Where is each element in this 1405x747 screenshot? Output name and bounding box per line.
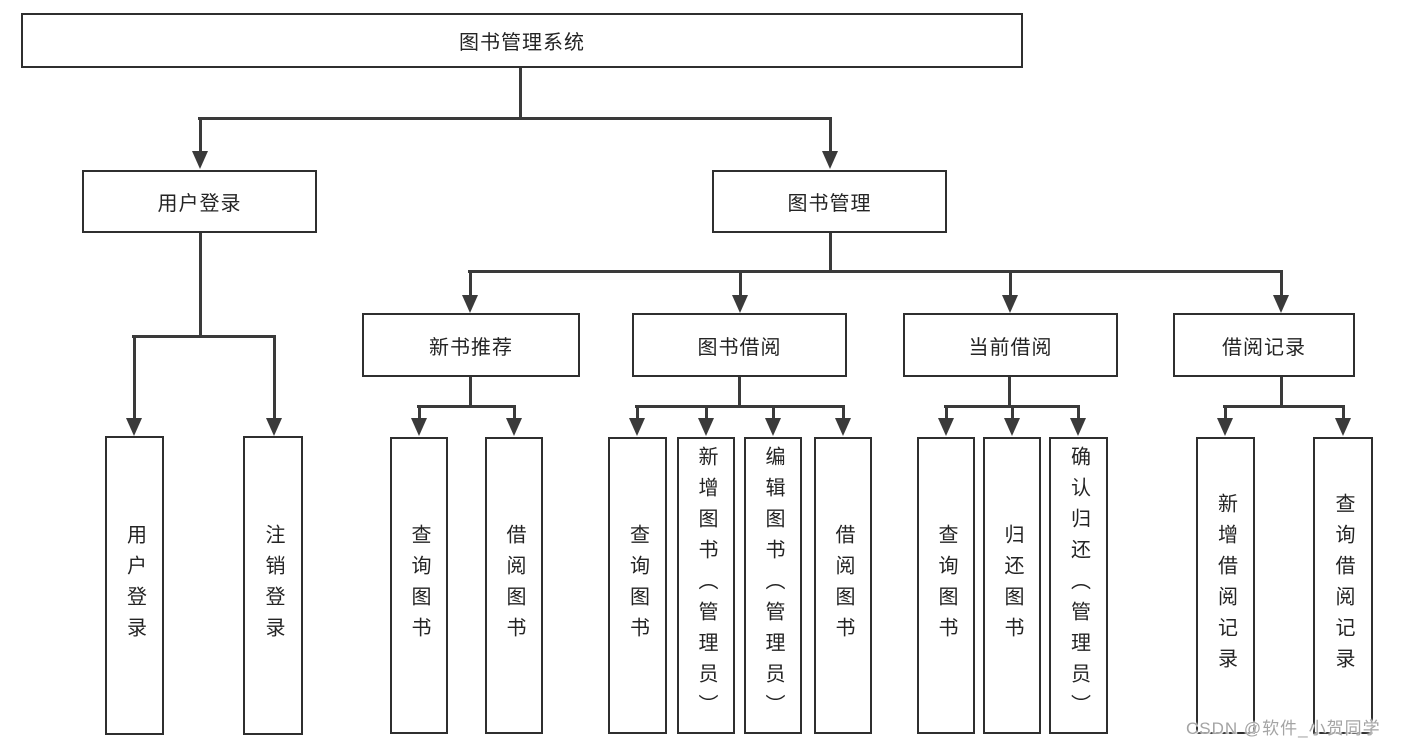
connector-to-leaf	[513, 405, 516, 420]
leaf-edit-book-admin-label: 编辑图书（管理员）	[762, 446, 784, 725]
csdn-watermark: CSDN @软件_小贺同学	[1186, 719, 1381, 738]
leaf-confirm-return-admin: 确认归还（管理员）	[1049, 437, 1108, 734]
arrowhead-down-icon	[629, 418, 645, 436]
leaf-add-book-admin: 新增图书（管理员）	[677, 437, 735, 734]
connector-mgmt-hbar	[468, 270, 1283, 273]
leaf-query-books-label: 查询图书	[935, 523, 957, 648]
connector-to-new-book	[469, 270, 472, 297]
node-library-system-label: 图书管理系统	[459, 32, 585, 54]
connector-to-leaf	[1224, 405, 1227, 420]
leaf-borrow-books-recommend: 借阅图书	[485, 437, 543, 734]
arrowhead-down-icon	[938, 418, 954, 436]
connector-drop	[738, 377, 741, 407]
arrowhead-down-icon	[822, 151, 838, 169]
connector-to-borrow-records	[1280, 270, 1283, 297]
arrowhead-down-icon	[126, 418, 142, 436]
connector-to-leaf	[1342, 405, 1345, 420]
node-user-login-label: 用户登录	[157, 193, 242, 215]
arrowhead-down-icon	[1335, 418, 1351, 436]
connector-login-hbar	[132, 335, 276, 338]
arrowhead-down-icon	[411, 418, 427, 436]
connector-to-leaf	[418, 405, 421, 420]
arrowhead-down-icon	[192, 151, 208, 169]
connector-login-drop	[199, 233, 202, 337]
connector-to-leaf	[772, 405, 775, 420]
connector-to-book-borrow	[739, 270, 742, 297]
arrowhead-down-icon	[698, 418, 714, 436]
leaf-query-books-label: 查询图书	[408, 523, 430, 648]
arrowhead-down-icon	[462, 295, 478, 313]
leaf-logout: 注销登录	[243, 436, 303, 735]
arrowhead-down-icon	[835, 418, 851, 436]
arrowhead-down-icon	[266, 418, 282, 436]
node-book-mgmt-label: 图书管理	[787, 193, 872, 215]
node-current-borrow: 当前借阅	[903, 313, 1118, 377]
leaf-user-login-label: 用户登录	[123, 523, 146, 648]
connector-to-leaf	[945, 405, 948, 420]
node-borrow-records: 借阅记录	[1173, 313, 1355, 377]
node-current-borrow-label: 当前借阅	[968, 336, 1053, 359]
leaf-query-books-label: 查询图书	[626, 523, 649, 648]
arrowhead-down-icon	[1217, 418, 1233, 436]
connector-to-leaf	[273, 335, 276, 420]
leaf-borrow-books-label: 借阅图书	[503, 523, 525, 648]
connector-to-leaf	[133, 335, 136, 420]
leaf-user-login: 用户登录	[105, 436, 164, 735]
leaf-return-book-label: 归还图书	[1001, 523, 1023, 648]
connector-to-user-login	[199, 117, 202, 153]
node-book-borrow: 图书借阅	[632, 313, 847, 377]
connector-mgmt-drop	[829, 233, 832, 272]
connector-hbar	[417, 405, 516, 408]
arrowhead-down-icon	[732, 295, 748, 313]
connector-to-book-mgmt	[829, 117, 832, 153]
leaf-add-borrow-record: 新增借阅记录	[1196, 437, 1255, 734]
node-new-book-recommend-label: 新书推荐	[429, 336, 513, 359]
node-book-borrow-label: 图书借阅	[697, 336, 782, 359]
arrowhead-down-icon	[1002, 295, 1018, 313]
connector-drop	[1008, 377, 1011, 407]
arrowhead-down-icon	[1004, 418, 1020, 436]
arrowhead-down-icon	[506, 418, 522, 436]
arrowhead-down-icon	[1273, 295, 1289, 313]
connector-to-leaf	[705, 405, 708, 420]
leaf-return-book: 归还图书	[983, 437, 1041, 734]
leaf-borrow-books: 借阅图书	[814, 437, 872, 734]
node-borrow-records-label: 借阅记录	[1222, 336, 1306, 359]
connector-to-leaf	[1077, 405, 1080, 420]
leaf-query-borrow-record: 查询借阅记录	[1313, 437, 1373, 734]
leaf-confirm-return-admin-label: 确认归还（管理员）	[1067, 446, 1090, 725]
connector-hbar	[1223, 405, 1345, 408]
arrowhead-down-icon	[765, 418, 781, 436]
connector-to-leaf	[842, 405, 845, 420]
leaf-query-books-current: 查询图书	[917, 437, 975, 734]
connector-drop	[1280, 377, 1283, 407]
connector-to-leaf	[636, 405, 639, 420]
arrowhead-down-icon	[1070, 418, 1086, 436]
node-new-book-recommend: 新书推荐	[362, 313, 580, 377]
connector-root-hbar	[198, 117, 832, 120]
connector-to-current-borrow	[1009, 270, 1012, 297]
connector-hbar	[635, 405, 845, 408]
leaf-add-book-admin-label: 新增图书（管理员）	[695, 446, 717, 725]
node-book-mgmt: 图书管理	[712, 170, 947, 233]
leaf-query-books-borrow: 查询图书	[608, 437, 667, 734]
leaf-borrow-books-label: 借阅图书	[832, 523, 854, 648]
leaf-logout-label: 注销登录	[262, 523, 284, 648]
node-library-system: 图书管理系统	[21, 13, 1023, 68]
node-user-login-branch: 用户登录	[82, 170, 317, 233]
leaf-query-books-recommend: 查询图书	[390, 437, 448, 734]
connector-drop	[469, 377, 472, 407]
leaf-edit-book-admin: 编辑图书（管理员）	[744, 437, 802, 734]
leaf-query-borrow-record-label: 查询借阅记录	[1332, 492, 1354, 679]
connector-to-leaf	[1011, 405, 1014, 420]
connector-root-drop	[519, 68, 522, 119]
leaf-add-borrow-record-label: 新增借阅记录	[1214, 492, 1237, 679]
